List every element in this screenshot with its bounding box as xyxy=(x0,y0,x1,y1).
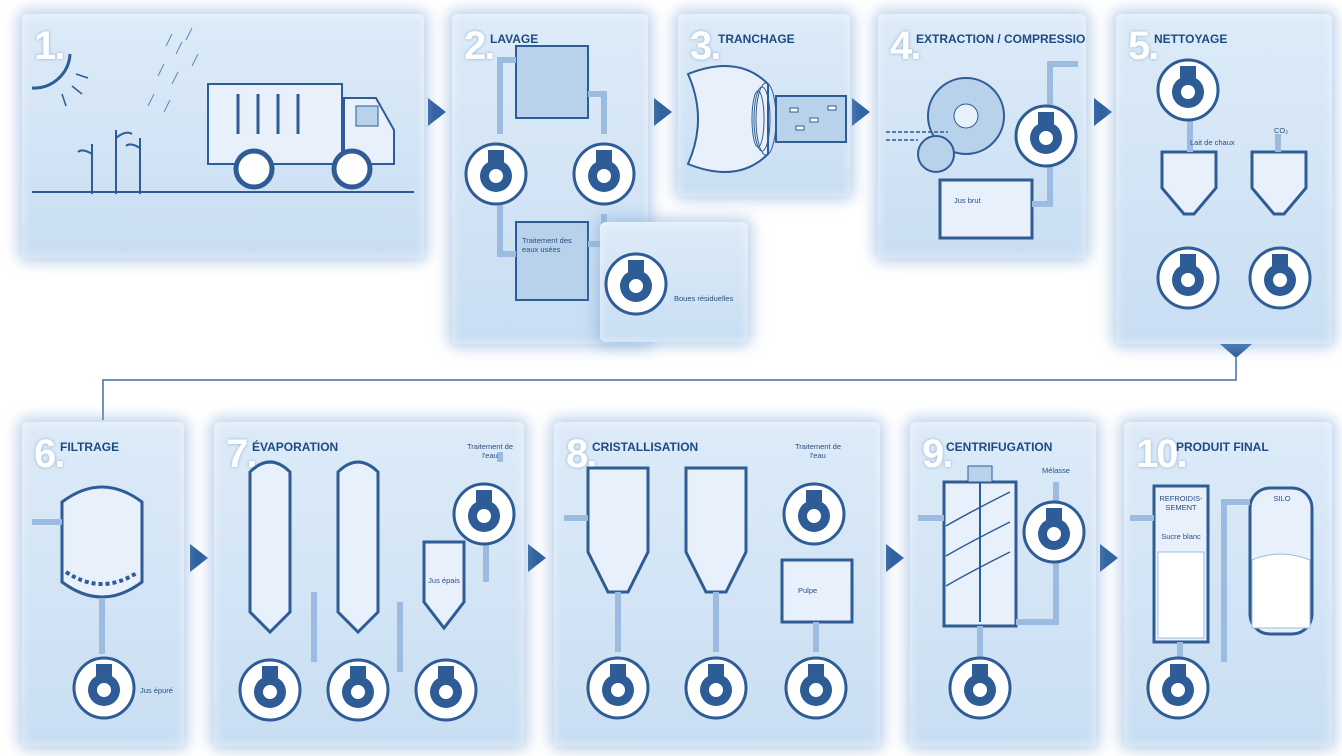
sun-icon xyxy=(31,53,72,90)
crystallizer xyxy=(684,466,748,594)
pump-icon xyxy=(1146,656,1210,720)
pump-icon xyxy=(238,658,302,722)
step-7-title: ÉVAPORATION xyxy=(252,440,339,454)
sludge-label: Boues résiduelles xyxy=(674,294,734,303)
crystallizer xyxy=(586,466,650,594)
sugarcane-icon xyxy=(77,130,141,194)
cooling-label: REFROIDIS-SEMENT xyxy=(1159,494,1203,512)
step-5-cleaning-panel: 5. NETTOYAGE Lait de chaux CO₂ xyxy=(1116,14,1332,344)
thick-juice-label: Jus épais xyxy=(428,576,460,585)
purified-juice-label: Jus épuré xyxy=(140,686,173,695)
white-sugar-label: Sucre blanc xyxy=(1161,532,1201,541)
flow-arrow-6-7 xyxy=(190,544,208,572)
pump-icon xyxy=(1248,246,1312,310)
step-6-title: FILTRAGE xyxy=(60,440,120,454)
truck-wheel xyxy=(233,148,275,190)
pump-icon xyxy=(1156,58,1220,122)
wastewater-tank xyxy=(515,221,589,301)
truck-wheel xyxy=(331,148,373,190)
step-1-number: 1. xyxy=(34,24,65,68)
washing-tank xyxy=(515,45,589,119)
pump-icon xyxy=(782,482,846,546)
press-roller xyxy=(917,135,955,173)
pump-icon xyxy=(604,252,668,316)
truck-cargo xyxy=(207,83,343,165)
step-4-title: EXTRACTION / COMPRESSION xyxy=(916,32,1086,46)
flow-arrow-9-10 xyxy=(1100,544,1118,572)
water-treatment-label: Traitement de l'eau xyxy=(795,442,841,460)
pump-icon xyxy=(684,656,748,720)
pump-icon xyxy=(784,656,848,720)
pump-icon xyxy=(1022,500,1086,564)
step-9-title: CENTRIFUGATION xyxy=(946,440,1053,454)
pump-icon xyxy=(464,142,528,206)
carbonation-tank xyxy=(1250,150,1308,216)
step-9-centrifugation-panel: 9. CENTRIFUGATION Mélasse xyxy=(910,422,1096,746)
silo-label: SILO xyxy=(1273,494,1291,503)
pump-icon xyxy=(586,656,650,720)
raw-juice-tank xyxy=(938,178,1034,240)
flow-arrow-2-3 xyxy=(654,98,672,126)
pump-icon xyxy=(1156,246,1220,310)
flow-arrow-8-9 xyxy=(886,544,904,572)
step-2-number: 2. xyxy=(464,24,495,68)
rain-icon xyxy=(147,27,199,113)
flow-arrow-3-4 xyxy=(852,98,870,126)
flow-arrow-4-5 xyxy=(1094,98,1112,126)
pump-icon xyxy=(572,142,636,206)
row-connector-line xyxy=(102,358,1237,420)
wastewater-label: Traitement des eaux usées xyxy=(522,236,572,254)
evaporator-column xyxy=(248,460,292,635)
slicer-drum xyxy=(686,65,769,173)
filter-vessel xyxy=(60,485,144,599)
pump-icon xyxy=(1014,104,1078,168)
thick-juice-tank xyxy=(422,540,466,631)
liming-tank xyxy=(1160,150,1218,216)
step-6-number: 6. xyxy=(34,432,65,476)
step-4-number: 4. xyxy=(890,24,921,68)
step-5-title: NETTOYAGE xyxy=(1154,32,1228,46)
pulp-label: Pulpe xyxy=(798,586,818,595)
molasses-label: Mélasse xyxy=(1042,466,1070,475)
raw-juice-label: Jus brut xyxy=(954,196,981,205)
pump-icon xyxy=(72,656,136,720)
step-10-number: 10. xyxy=(1136,432,1188,476)
pump-icon xyxy=(948,656,1012,720)
evaporator-column xyxy=(336,460,380,635)
flow-arrow-1-2 xyxy=(428,98,446,126)
flow-arrow-7-8 xyxy=(528,544,546,572)
step-10-title: PRODUIT FINAL xyxy=(1176,440,1269,454)
step-3-title: TRANCHAGE xyxy=(718,32,795,46)
harvest-illustration xyxy=(31,27,414,194)
step-7-number: 7. xyxy=(226,432,257,476)
step-1-harvest-panel: 1. xyxy=(22,14,424,258)
step-8-title: CRISTALLISATION xyxy=(592,440,699,454)
step-2-title: LAVAGE xyxy=(490,32,539,46)
step-3-number: 3. xyxy=(690,24,721,68)
pump-icon xyxy=(414,658,478,722)
pump-icon xyxy=(452,482,516,546)
pump-icon xyxy=(326,658,390,722)
step-9-number: 9. xyxy=(922,432,953,476)
co2-label: CO₂ xyxy=(1274,126,1289,135)
water-treatment-label: Traitement de l'eau xyxy=(467,442,513,460)
lime-milk-label: Lait de chaux xyxy=(1190,138,1235,147)
flow-arrow-5-6 xyxy=(1220,344,1252,358)
step-5-number: 5. xyxy=(1128,24,1159,68)
step-3-slicing-panel: 3. TRANCHAGE xyxy=(678,14,850,196)
